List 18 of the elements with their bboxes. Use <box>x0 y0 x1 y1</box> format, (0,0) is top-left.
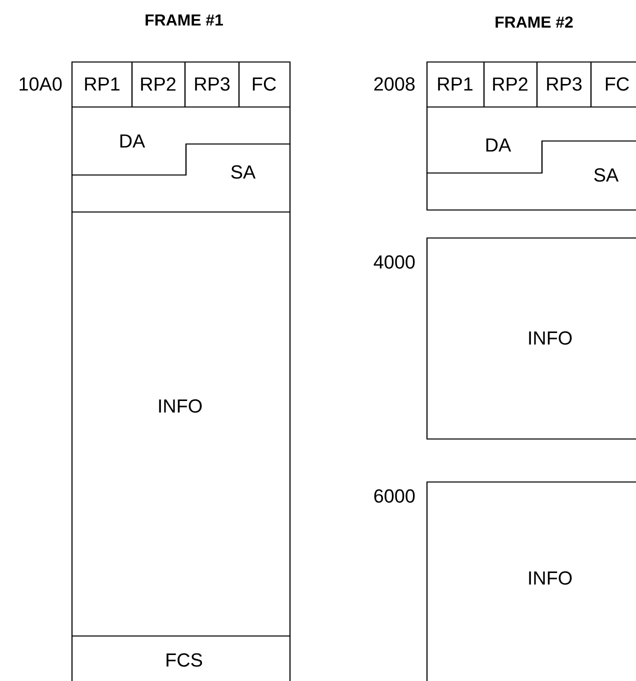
frame-title: FRAME #1 <box>146 14 223 26</box>
field-cell: RP1 <box>426 61 485 108</box>
field-cell: INFO <box>71 211 291 637</box>
address-label: 10A0 <box>20 77 62 91</box>
field-cell: FCS <box>71 635 291 681</box>
address-label: 6000 <box>374 489 415 503</box>
address-label: 4000 <box>374 255 415 269</box>
field-cell: RP3 <box>536 61 592 108</box>
field-cell: INFO <box>426 481 636 681</box>
field-cell: FC <box>590 61 636 108</box>
field-cell: FC <box>238 61 291 108</box>
frame-title: FRAME #2 <box>496 16 573 28</box>
field-cell: RP1 <box>71 61 133 108</box>
field-cell: RP3 <box>184 61 240 108</box>
field-cell: RP2 <box>483 61 538 108</box>
field-cell: RP2 <box>131 61 186 108</box>
field-cell: INFO <box>426 237 636 440</box>
address-label: 2008 <box>374 77 415 91</box>
